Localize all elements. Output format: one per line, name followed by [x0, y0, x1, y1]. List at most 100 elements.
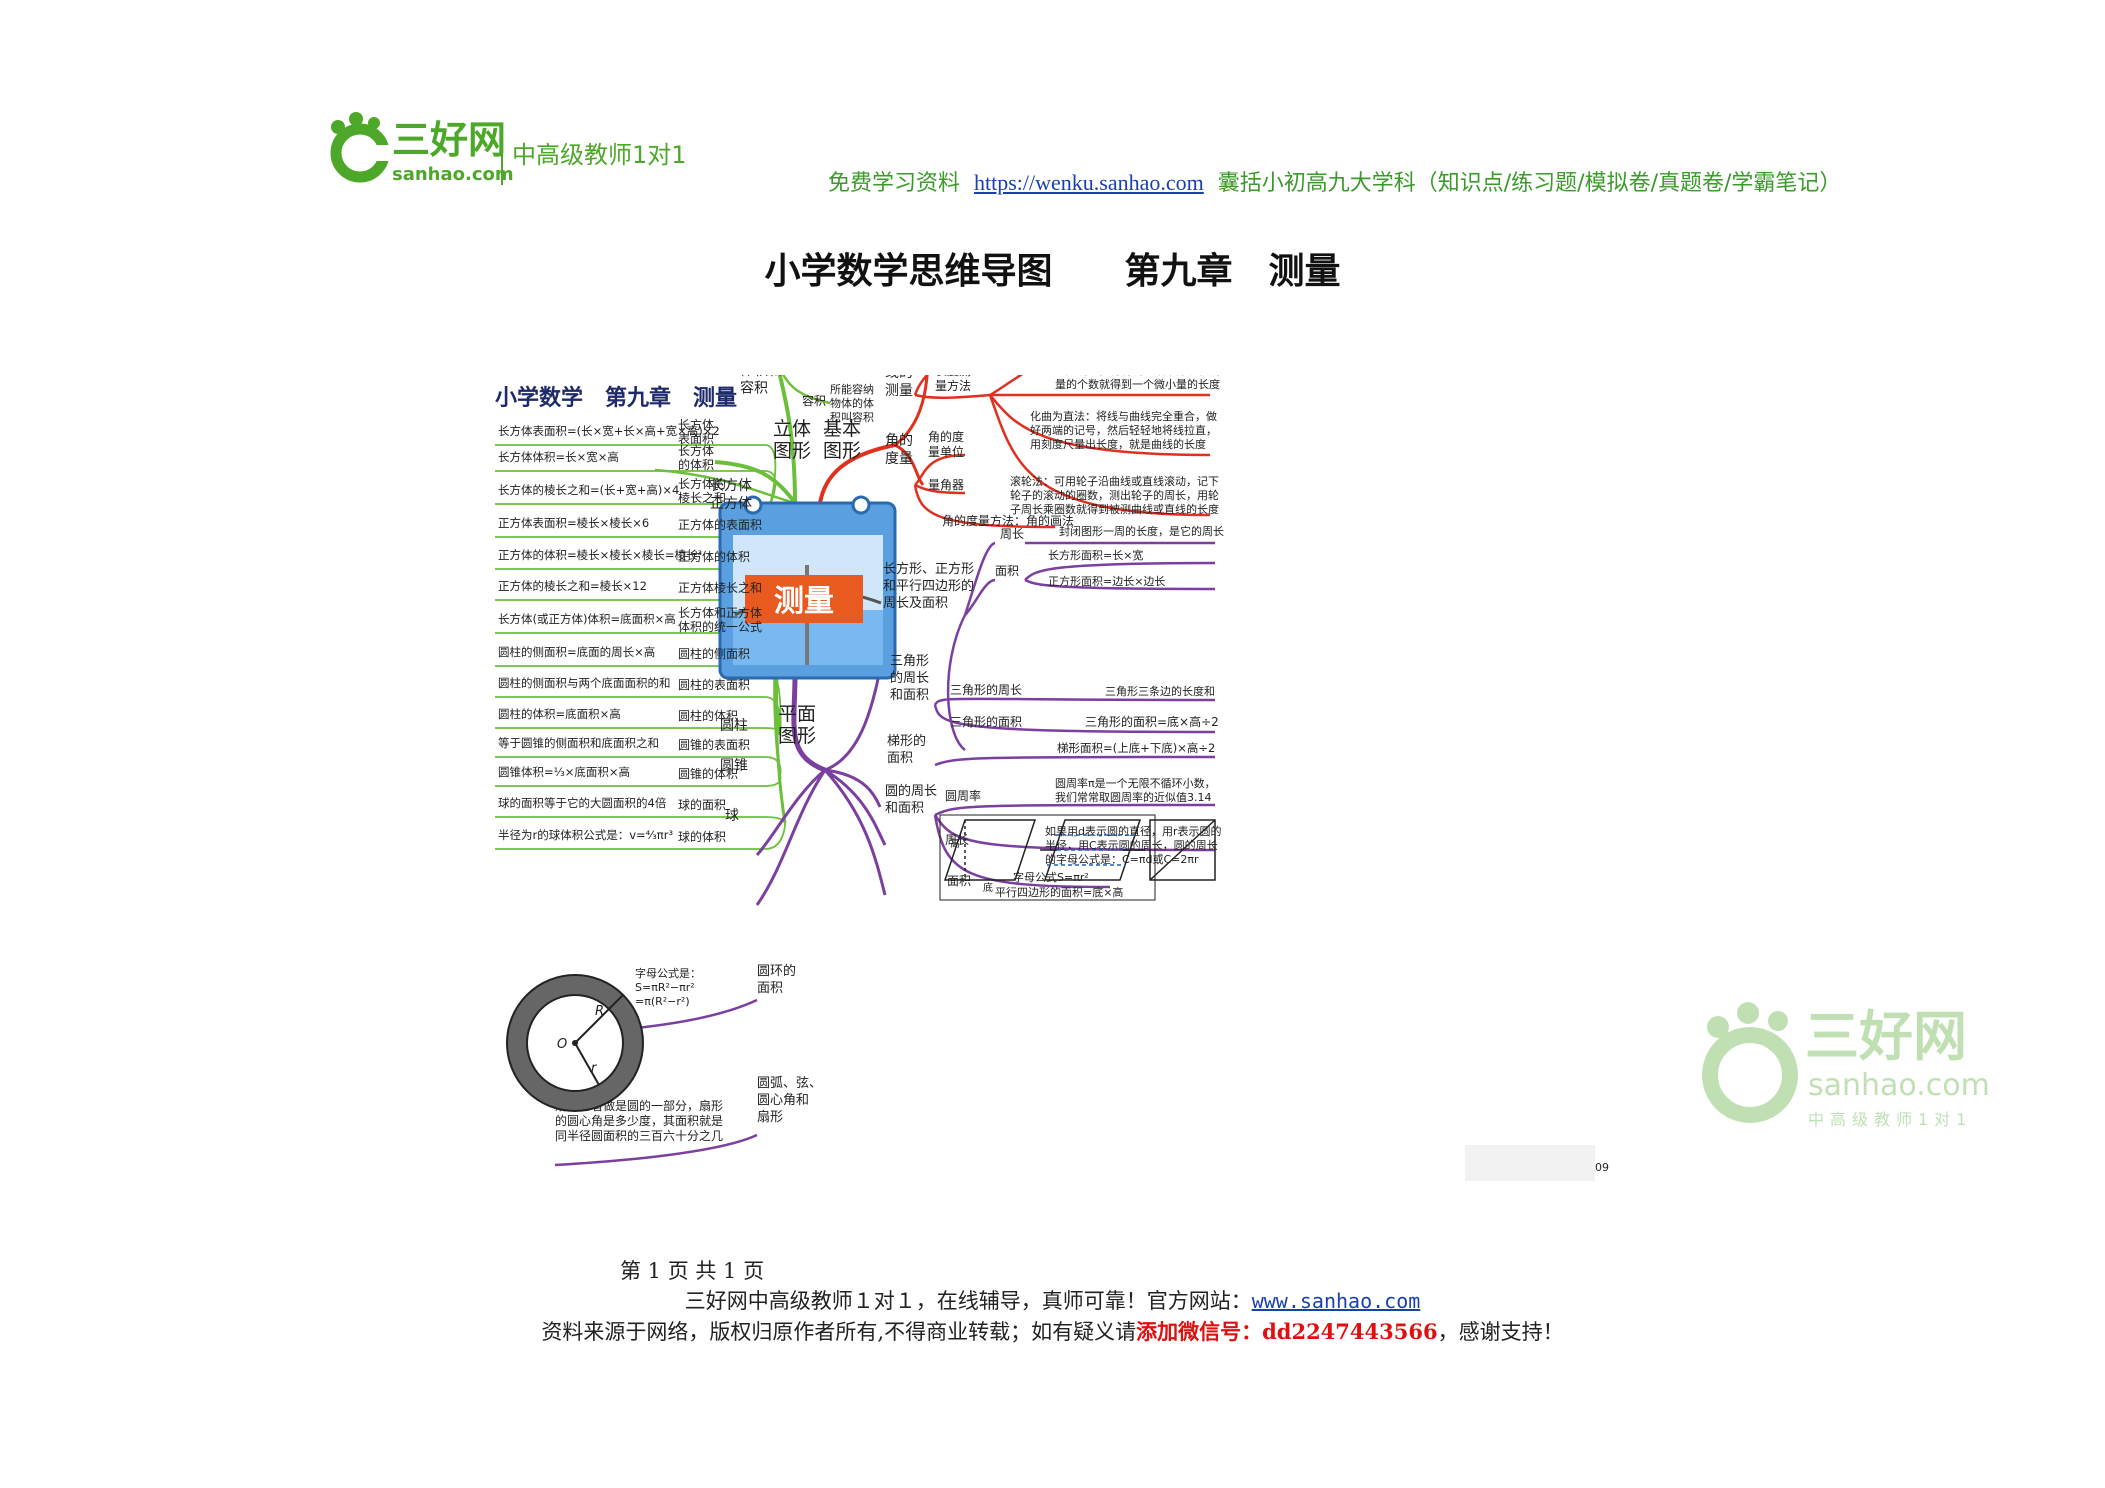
- node-quad-area: 面积: [995, 564, 1019, 578]
- header-suffix: 囊括小初高九大学科（知识点/练习题/模拟卷/真题卷/学霸笔记）: [1217, 171, 1842, 196]
- node-angle-unit: 角的度量单位: [928, 429, 964, 459]
- solid-formula-10: 等于圆锥的侧面积和底面积之和: [498, 736, 659, 750]
- node-square-area: 正方形面积=边长×边长: [1048, 574, 1165, 588]
- note-curve: 化曲为直法：将线与曲线完全重合，做好两端的记号，然后轻轻地将线拉直，用刻度尺量出…: [1030, 409, 1217, 451]
- solid-label-5: 正方体棱长之和: [678, 580, 762, 595]
- node-circle-area-def: 字母公式S=πr²: [1013, 870, 1089, 884]
- mind-map: 小学数学 第九章 测量 测量 立体图形基本图形平面图形体积和容积体积物体所占空间…: [495, 375, 1609, 1181]
- solid-formula-11: 圆锥体积=⅓×底面积×高: [498, 765, 630, 779]
- node-circle-area: 面积: [947, 874, 971, 888]
- solid-label-12: 球的面积: [678, 797, 726, 812]
- center-calendar-icon: 测量: [718, 495, 897, 680]
- node-triangle-perimeter: 三角形的周长: [950, 682, 1022, 697]
- node-perimeter-def: 封闭图形一周的长度，是它的周长: [1059, 524, 1224, 538]
- solid-formula-6: 长方体(或正方体)体积=底面积×高: [498, 612, 676, 626]
- node-quad-perimeter: 周长: [1000, 527, 1024, 541]
- node-capacity-def: 所能容纳物体的体积叫容积: [830, 382, 874, 424]
- solid-label-6: 长方体和正方体体积的统一公式: [678, 605, 762, 634]
- node-ring-formula: 字母公式是：S=πR²−πr²=π(R²−r²): [635, 966, 701, 1008]
- header-link[interactable]: https://wenku.sanhao.com: [974, 170, 1204, 195]
- footer-copyright-text: 资料来源于网络，版权归原作者所有,不得商业转载；如有疑义请: [541, 1320, 1137, 1344]
- node-volume-def: 物体所占空间的大小: [835, 375, 868, 376]
- ring-r-label: r: [591, 1061, 598, 1076]
- node-parallelogram-area: 平行四边形的面积=底×高: [995, 885, 1123, 899]
- document-title: 小学数学思维导图 第九章 测量: [764, 251, 1341, 292]
- solid-label-8: 圆柱的表面积: [678, 677, 750, 692]
- solid-formula-7: 圆柱的侧面积=底面的周长×高: [498, 645, 655, 659]
- node-arc-sector: 圆弧、弦、圆心角和扇形: [757, 1075, 822, 1125]
- solid-formula-3: 正方体表面积=棱长×棱长×6: [498, 516, 649, 530]
- node-pi-def: 圆周率π是一个无限不循环小数，我们常常取圆周率的近似值3.14: [1055, 776, 1216, 804]
- footer-site-link[interactable]: www.sanhao.com: [1251, 1289, 1421, 1313]
- note-wheel: 滚轮法：可用轮子沿曲线或直线滚动，记下轮子的滚动的圈数，测出轮子的周长，用轮子周…: [1010, 474, 1219, 516]
- branch-basic-figures: 基本图形: [823, 418, 861, 462]
- node-pi: 圆周率: [945, 788, 981, 803]
- node-trapezoid-area: 梯形面积=(上底+下底)×高÷2: [1057, 741, 1215, 755]
- solid-formula-4: 正方体的体积=棱长×棱长×棱长=棱长³: [498, 548, 703, 562]
- diagram-height-label: 高: [950, 837, 960, 850]
- node-triangle-perimeter-def: 三角形三条边的长度和: [1105, 684, 1215, 698]
- solid-formula-5: 正方体的棱长之和=棱长×12: [498, 579, 647, 593]
- watermark-tagline: 中高级教师1对1: [1808, 1110, 1972, 1129]
- footer-wechat: 添加微信号：dd2247443566: [1136, 1319, 1438, 1344]
- solid-formula-1: 长方体体积=长×宽×高: [498, 450, 619, 464]
- sanhao-watermark: 三好网 sanhao.com 中高级教师1对1: [1702, 1002, 1990, 1129]
- diagram-base-label: 底: [983, 881, 993, 894]
- node-protractor: 量角器: [928, 478, 964, 492]
- node-ring: 圆环的面积: [757, 963, 796, 996]
- branch-plane-figures: 平面图形: [778, 703, 816, 747]
- mindmap-heading: 小学数学 第九章 测量: [495, 385, 737, 411]
- header-prefix: 免费学习资料: [828, 171, 961, 196]
- node-sector-def: 扇形可看做是圆的一部分，扇形的圆心角是多少度，其面积就是同半径圆面积的三百六十分…: [555, 1098, 723, 1143]
- sanhao-logo[interactable]: 三好网 sanhao.com 中高级教师1对1: [320, 105, 700, 195]
- node-circle-perimeter: 周长: [945, 833, 969, 847]
- footer-site-text: 三好网中高级教师１对１，在线辅导，真师可靠！官方网站：: [684, 1289, 1252, 1313]
- node-triangle-area: 三角形的面积: [950, 714, 1022, 729]
- node-cuboid-cube: 长方体正方体: [710, 478, 752, 512]
- node-circle-perimeter-def: 如果用d表示圆的直径，用r表示圆的半径，用C表示圆的周长，圆的周长的字母公式是：…: [1045, 824, 1222, 866]
- watermark-domain: sanhao.com: [1808, 1068, 1990, 1103]
- solid-label-1: 长方体的体积: [678, 443, 714, 472]
- node-quadrilaterals: 长方形、正方形和平行四边形的周长及面积: [883, 561, 974, 611]
- solid-label-2: 长方体的棱长之和: [678, 476, 726, 505]
- ring-diagram: R r O: [506, 974, 644, 1112]
- solid-label-10: 圆锥的表面积: [678, 737, 750, 752]
- footer-site-line: 三好网中高级教师１对１，在线辅导，真师可靠！官方网站：www.sanhao.co…: [0, 1285, 2105, 1315]
- solid-label-3: 正方体的表面积: [678, 517, 762, 532]
- solid-formula-9: 圆柱的体积=底面积×高: [498, 707, 621, 721]
- solid-label-0: 长方体表面积: [678, 417, 714, 446]
- node-cylinder: 圆柱: [720, 718, 748, 734]
- node-circle: 圆的周长和面积: [885, 783, 937, 816]
- mindmap-page-number: 09: [1595, 1161, 1609, 1174]
- node-rect-area: 长方形面积=长×宽: [1048, 548, 1143, 562]
- solid-formula-0: 长方体表面积=(长×宽+长×高+宽×高)×2: [498, 424, 720, 438]
- node-trapezoid: 梯形的面积: [887, 733, 926, 766]
- solid-label-9: 圆柱的体积: [678, 708, 738, 723]
- footer-page-count: 第 1 页 共 1 页: [620, 1259, 765, 1283]
- solid-formula-8: 圆柱的侧面积与两个底面面积的和: [498, 676, 671, 690]
- node-angle-method: 角的度量方法：角的画法: [942, 513, 1074, 528]
- branch-solid-figures: 立体图形: [773, 418, 811, 462]
- node-capacity: 容积: [802, 393, 826, 408]
- parallelogram-diagram: [939, 814, 1216, 901]
- header-promo: 免费学习资料 https://wenku.sanhao.com 囊括小初高九大学…: [828, 165, 1841, 197]
- solid-formula-13: 半径为r的球体积公式是：v=⁴⁄₃πr³: [498, 828, 673, 842]
- ring-R-label: R: [595, 1004, 604, 1019]
- center-label: 测量: [774, 584, 834, 619]
- logo-domain: sanhao.com: [392, 164, 514, 185]
- footer-thanks: ，感谢支持！: [1437, 1320, 1564, 1344]
- node-line-measure: 线的测量: [885, 375, 913, 399]
- solid-label-4: 正方体的体积: [678, 549, 750, 564]
- watermark-brand: 三好网: [1805, 1005, 1967, 1068]
- node-angle-measure: 角的度量: [885, 433, 913, 467]
- solid-label-13: 球的体积: [678, 829, 726, 844]
- logo-brand-name: 三好网: [392, 118, 506, 162]
- node-cone: 圆锥: [720, 758, 748, 774]
- solid-label-7: 圆柱的侧面积: [678, 646, 750, 661]
- solid-label-11: 圆锥的体积: [678, 766, 738, 781]
- mindmap-nodes: 立体图形基本图形平面图形体积和容积体积物体所占空间的大小容积所能容纳物体的体积叫…: [498, 375, 1224, 1143]
- footer-copyright-line: 资料来源于网络，版权归原作者所有,不得商业转载；如有疑义请添加微信号：dd224…: [0, 1316, 2105, 1346]
- logo-tagline: 中高级教师1对1: [512, 141, 687, 169]
- plane-branch-lines: [554, 541, 1216, 1167]
- logo-mark: [330, 112, 394, 183]
